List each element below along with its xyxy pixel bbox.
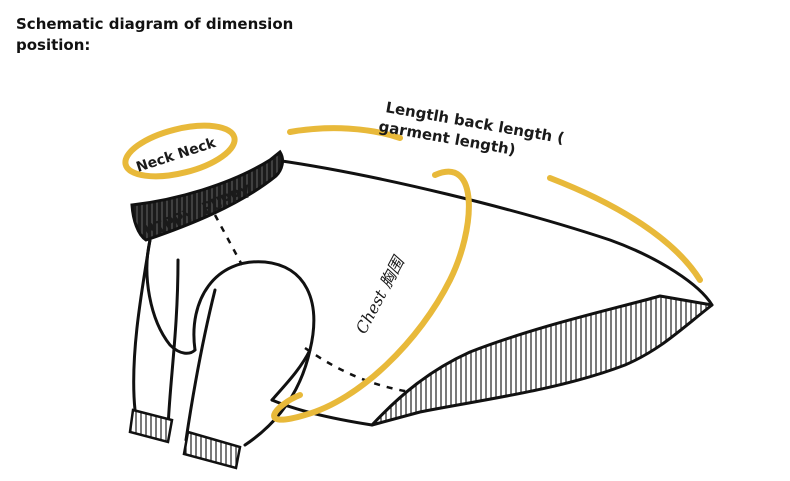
leg-cuffs [128, 408, 242, 470]
chest-label: Chest 胸围 [352, 252, 409, 337]
right-cuff [182, 430, 242, 470]
chest-measure-ring [271, 168, 472, 423]
collar-band [130, 149, 285, 242]
neck-measure-ring [122, 122, 238, 180]
front-leg-left [132, 238, 152, 412]
measurement-marks [122, 122, 703, 423]
garment-hem [370, 294, 714, 427]
seam-lines [213, 214, 411, 394]
garment-side-outline [270, 348, 312, 402]
length-measure-arc [287, 125, 403, 141]
garment-back-outline [273, 158, 714, 307]
garment-chest-outline [145, 238, 197, 355]
front-leg-left-inner [166, 258, 180, 430]
length-measure-arc-end [547, 175, 703, 283]
left-cuff [128, 408, 174, 444]
page-title: Schematic diagram of dimension position: [16, 15, 294, 54]
front-leg-right-inner [184, 288, 217, 442]
